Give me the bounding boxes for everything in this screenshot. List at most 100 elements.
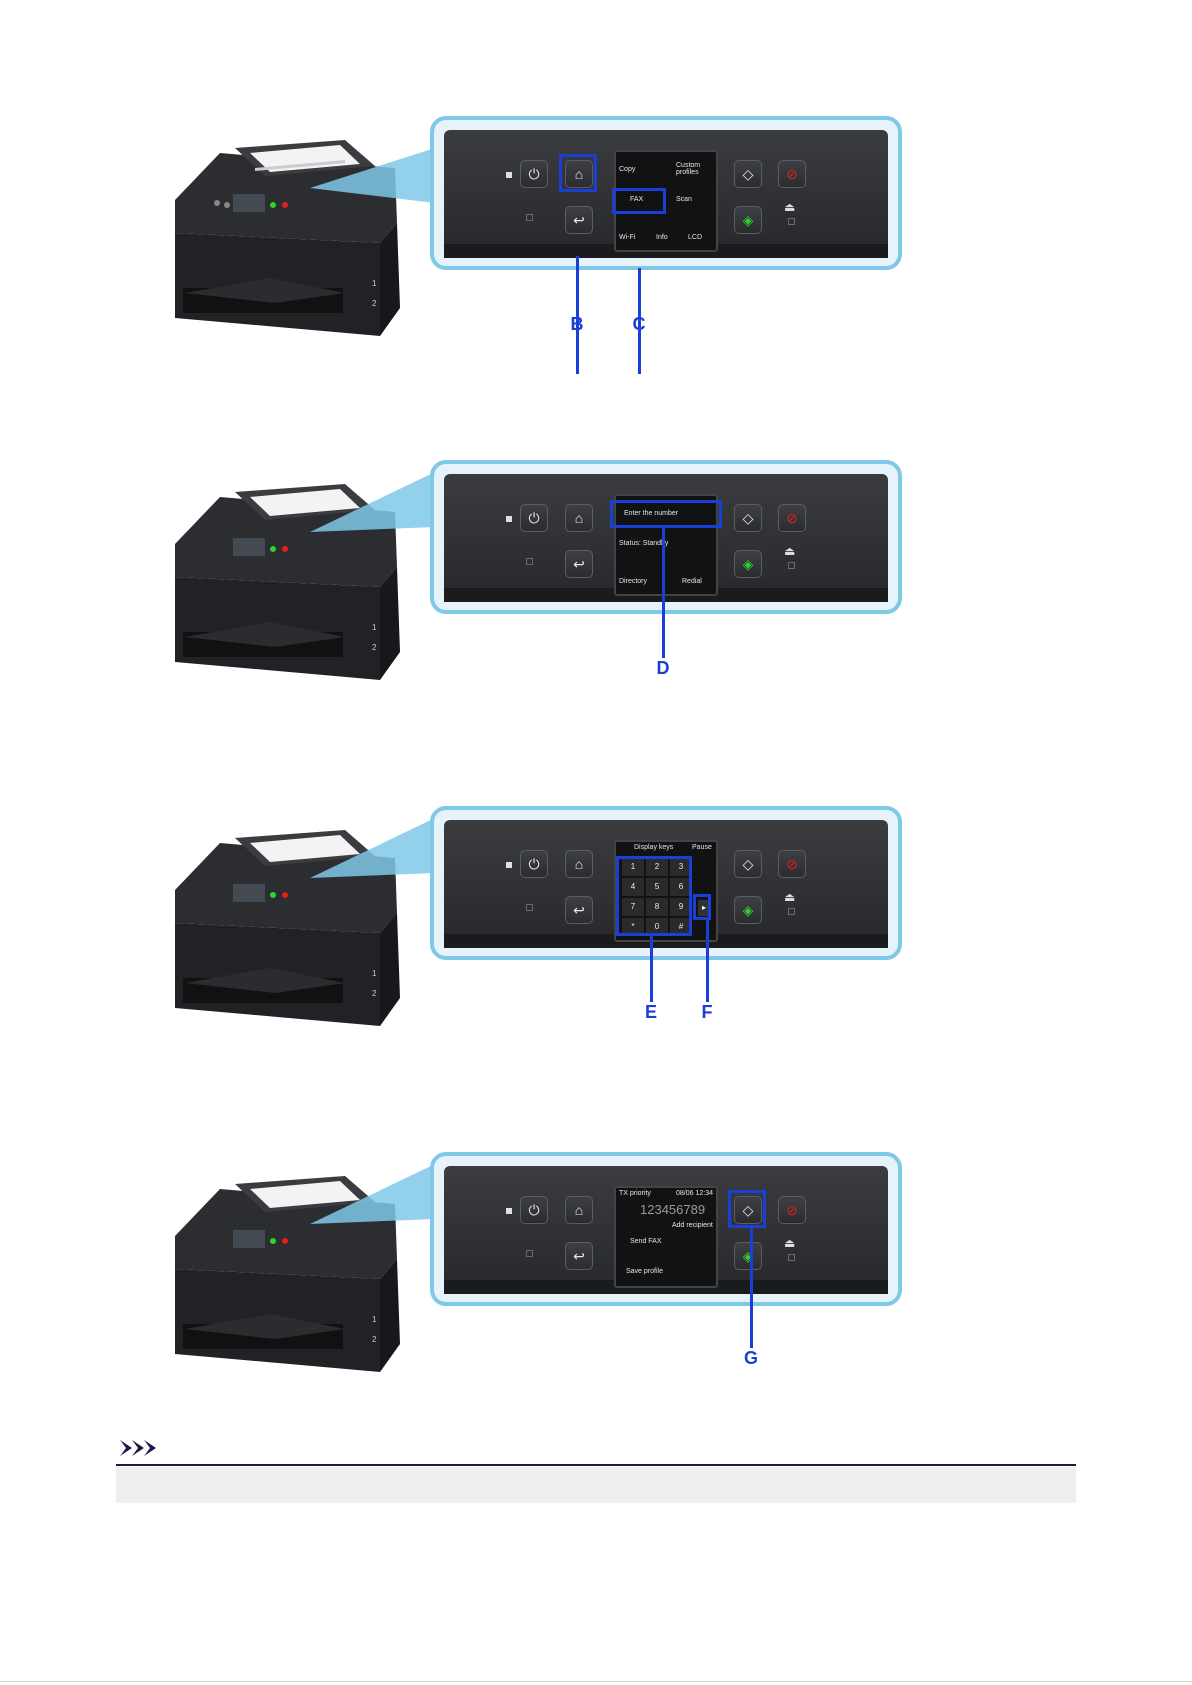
panel-connector bbox=[300, 1154, 440, 1234]
screen-item-custom-profiles[interactable]: Custom profiles bbox=[676, 162, 716, 176]
alarm-led bbox=[788, 1254, 795, 1261]
back-icon: ↩ bbox=[573, 556, 585, 572]
callout-line-d bbox=[662, 528, 665, 658]
panel-connector bbox=[300, 148, 440, 208]
back-button[interactable]: ↩ bbox=[565, 896, 593, 924]
touch-screen[interactable]: TX priority 08/06 12:34 123456789 Add re… bbox=[614, 1186, 718, 1288]
color-start-button[interactable]: ◈ bbox=[734, 1242, 762, 1270]
home-button[interactable]: ⌂ bbox=[565, 1196, 593, 1224]
svg-text:1: 1 bbox=[372, 1315, 377, 1324]
note-box bbox=[116, 1467, 1076, 1503]
send-fax-text[interactable]: Send FAX bbox=[630, 1238, 713, 1245]
callout-label-d: D bbox=[651, 658, 675, 679]
power-button[interactable]: ⏻ bbox=[520, 504, 548, 532]
add-recipient-button[interactable]: Add recipient bbox=[672, 1222, 713, 1229]
power-button[interactable]: ⏻ bbox=[520, 1196, 548, 1224]
black-start-button[interactable]: ◇ bbox=[734, 850, 762, 878]
control-panel: ⏻ ⌂ ↩ Copy Custom profiles FAX Scan Wi-F… bbox=[430, 116, 902, 270]
svg-text:1: 1 bbox=[372, 969, 377, 978]
highlight-box-e bbox=[616, 856, 692, 936]
eject-icon: ⏏ bbox=[784, 544, 795, 558]
stop-button[interactable]: ⊘ bbox=[778, 850, 806, 878]
callout-line-g bbox=[750, 1228, 753, 1348]
screen-item-scan[interactable]: Scan bbox=[676, 196, 713, 203]
power-icon: ⏻ bbox=[528, 166, 539, 182]
power-button[interactable]: ⏻ bbox=[520, 850, 548, 878]
stop-button[interactable]: ⊘ bbox=[778, 160, 806, 188]
stop-button[interactable]: ⊘ bbox=[778, 1196, 806, 1224]
status-led bbox=[526, 1250, 533, 1257]
power-icon: ⏻ bbox=[528, 510, 539, 526]
callout-label-e: E bbox=[639, 1002, 663, 1023]
date-time-text: 08/06 12:34 bbox=[676, 1190, 713, 1197]
pause-button[interactable]: Pause bbox=[692, 844, 713, 851]
alarm-led bbox=[788, 908, 795, 915]
svg-text:2: 2 bbox=[372, 989, 377, 998]
highlight-box-c bbox=[612, 188, 666, 214]
svg-text:2: 2 bbox=[372, 1335, 377, 1344]
status-led bbox=[526, 558, 533, 565]
callout-label-c: C bbox=[627, 314, 651, 335]
home-button[interactable]: ⌂ bbox=[565, 850, 593, 878]
back-button[interactable]: ↩ bbox=[565, 1242, 593, 1270]
svg-text:1: 1 bbox=[372, 623, 377, 632]
power-led bbox=[506, 516, 512, 522]
step-4: 1 2 ⏻ ⌂ ↩ TX priority 08/06 12:34 123456… bbox=[0, 1124, 1192, 1424]
callout-label-g: G bbox=[739, 1348, 763, 1369]
eject-icon: ⏏ bbox=[784, 1236, 795, 1250]
power-led bbox=[506, 1208, 512, 1214]
save-profile-button[interactable]: Save profile bbox=[626, 1268, 713, 1275]
black-start-button[interactable]: ◇ bbox=[734, 160, 762, 188]
panel-connector bbox=[300, 462, 440, 542]
callout-label-f: F bbox=[695, 1002, 719, 1023]
start-black-icon: ◇ bbox=[743, 510, 754, 526]
status-led bbox=[526, 904, 533, 911]
page-footer-line bbox=[0, 1681, 1192, 1682]
start-color-icon: ◈ bbox=[743, 902, 754, 918]
redial-button[interactable]: Redial bbox=[682, 578, 713, 585]
eject-icon: ⏏ bbox=[784, 200, 795, 214]
home-icon: ⌂ bbox=[575, 1202, 583, 1218]
svg-text:2: 2 bbox=[372, 643, 377, 652]
back-icon: ↩ bbox=[573, 1248, 585, 1264]
back-button[interactable]: ↩ bbox=[565, 206, 593, 234]
home-button[interactable]: ⌂ bbox=[565, 504, 593, 532]
power-button[interactable]: ⏻ bbox=[520, 160, 548, 188]
power-icon: ⏻ bbox=[528, 1202, 539, 1218]
step-1: 1 2 ⏻ ⌂ ↩ Copy Custom profiles FAX Scan … bbox=[0, 88, 1192, 388]
back-button[interactable]: ↩ bbox=[565, 550, 593, 578]
svg-text:1: 1 bbox=[372, 279, 377, 288]
control-panel: ⏻ ⌂ ↩ Enter the number Status: Standby D… bbox=[430, 460, 902, 614]
black-start-button[interactable]: ◇ bbox=[734, 504, 762, 532]
home-icon: ⌂ bbox=[575, 510, 583, 526]
callout-label-b: B bbox=[565, 314, 589, 335]
color-start-button[interactable]: ◈ bbox=[734, 206, 762, 234]
stop-icon: ⊘ bbox=[786, 1202, 798, 1218]
highlight-box-g bbox=[728, 1190, 766, 1228]
callout-line-f bbox=[706, 920, 709, 1002]
power-led bbox=[506, 862, 512, 868]
panel-connector bbox=[300, 808, 440, 888]
alarm-led bbox=[788, 562, 795, 569]
status-led bbox=[526, 214, 533, 221]
fax-status-text: Status: Standby bbox=[619, 540, 713, 547]
color-start-button[interactable]: ◈ bbox=[734, 550, 762, 578]
stop-icon: ⊘ bbox=[786, 856, 798, 872]
highlight-box-d bbox=[610, 500, 722, 528]
stop-button[interactable]: ⊘ bbox=[778, 504, 806, 532]
start-color-icon: ◈ bbox=[743, 212, 754, 228]
printer-illustration: 1 2 bbox=[165, 108, 415, 338]
start-black-icon: ◇ bbox=[743, 856, 754, 872]
stop-icon: ⊘ bbox=[786, 510, 798, 526]
stop-icon: ⊘ bbox=[786, 166, 798, 182]
screen-footer-lcd[interactable]: LCD bbox=[688, 234, 713, 241]
highlight-box-f bbox=[693, 894, 711, 920]
eject-icon: ⏏ bbox=[784, 890, 795, 904]
control-panel: ⏻ ⌂ ↩ TX priority 08/06 12:34 123456789 … bbox=[430, 1152, 902, 1306]
power-icon: ⏻ bbox=[528, 856, 539, 872]
fax-number-display: 123456789 bbox=[640, 1202, 713, 1217]
back-icon: ↩ bbox=[573, 902, 585, 918]
highlight-box-b bbox=[559, 154, 597, 192]
color-start-button[interactable]: ◈ bbox=[734, 896, 762, 924]
